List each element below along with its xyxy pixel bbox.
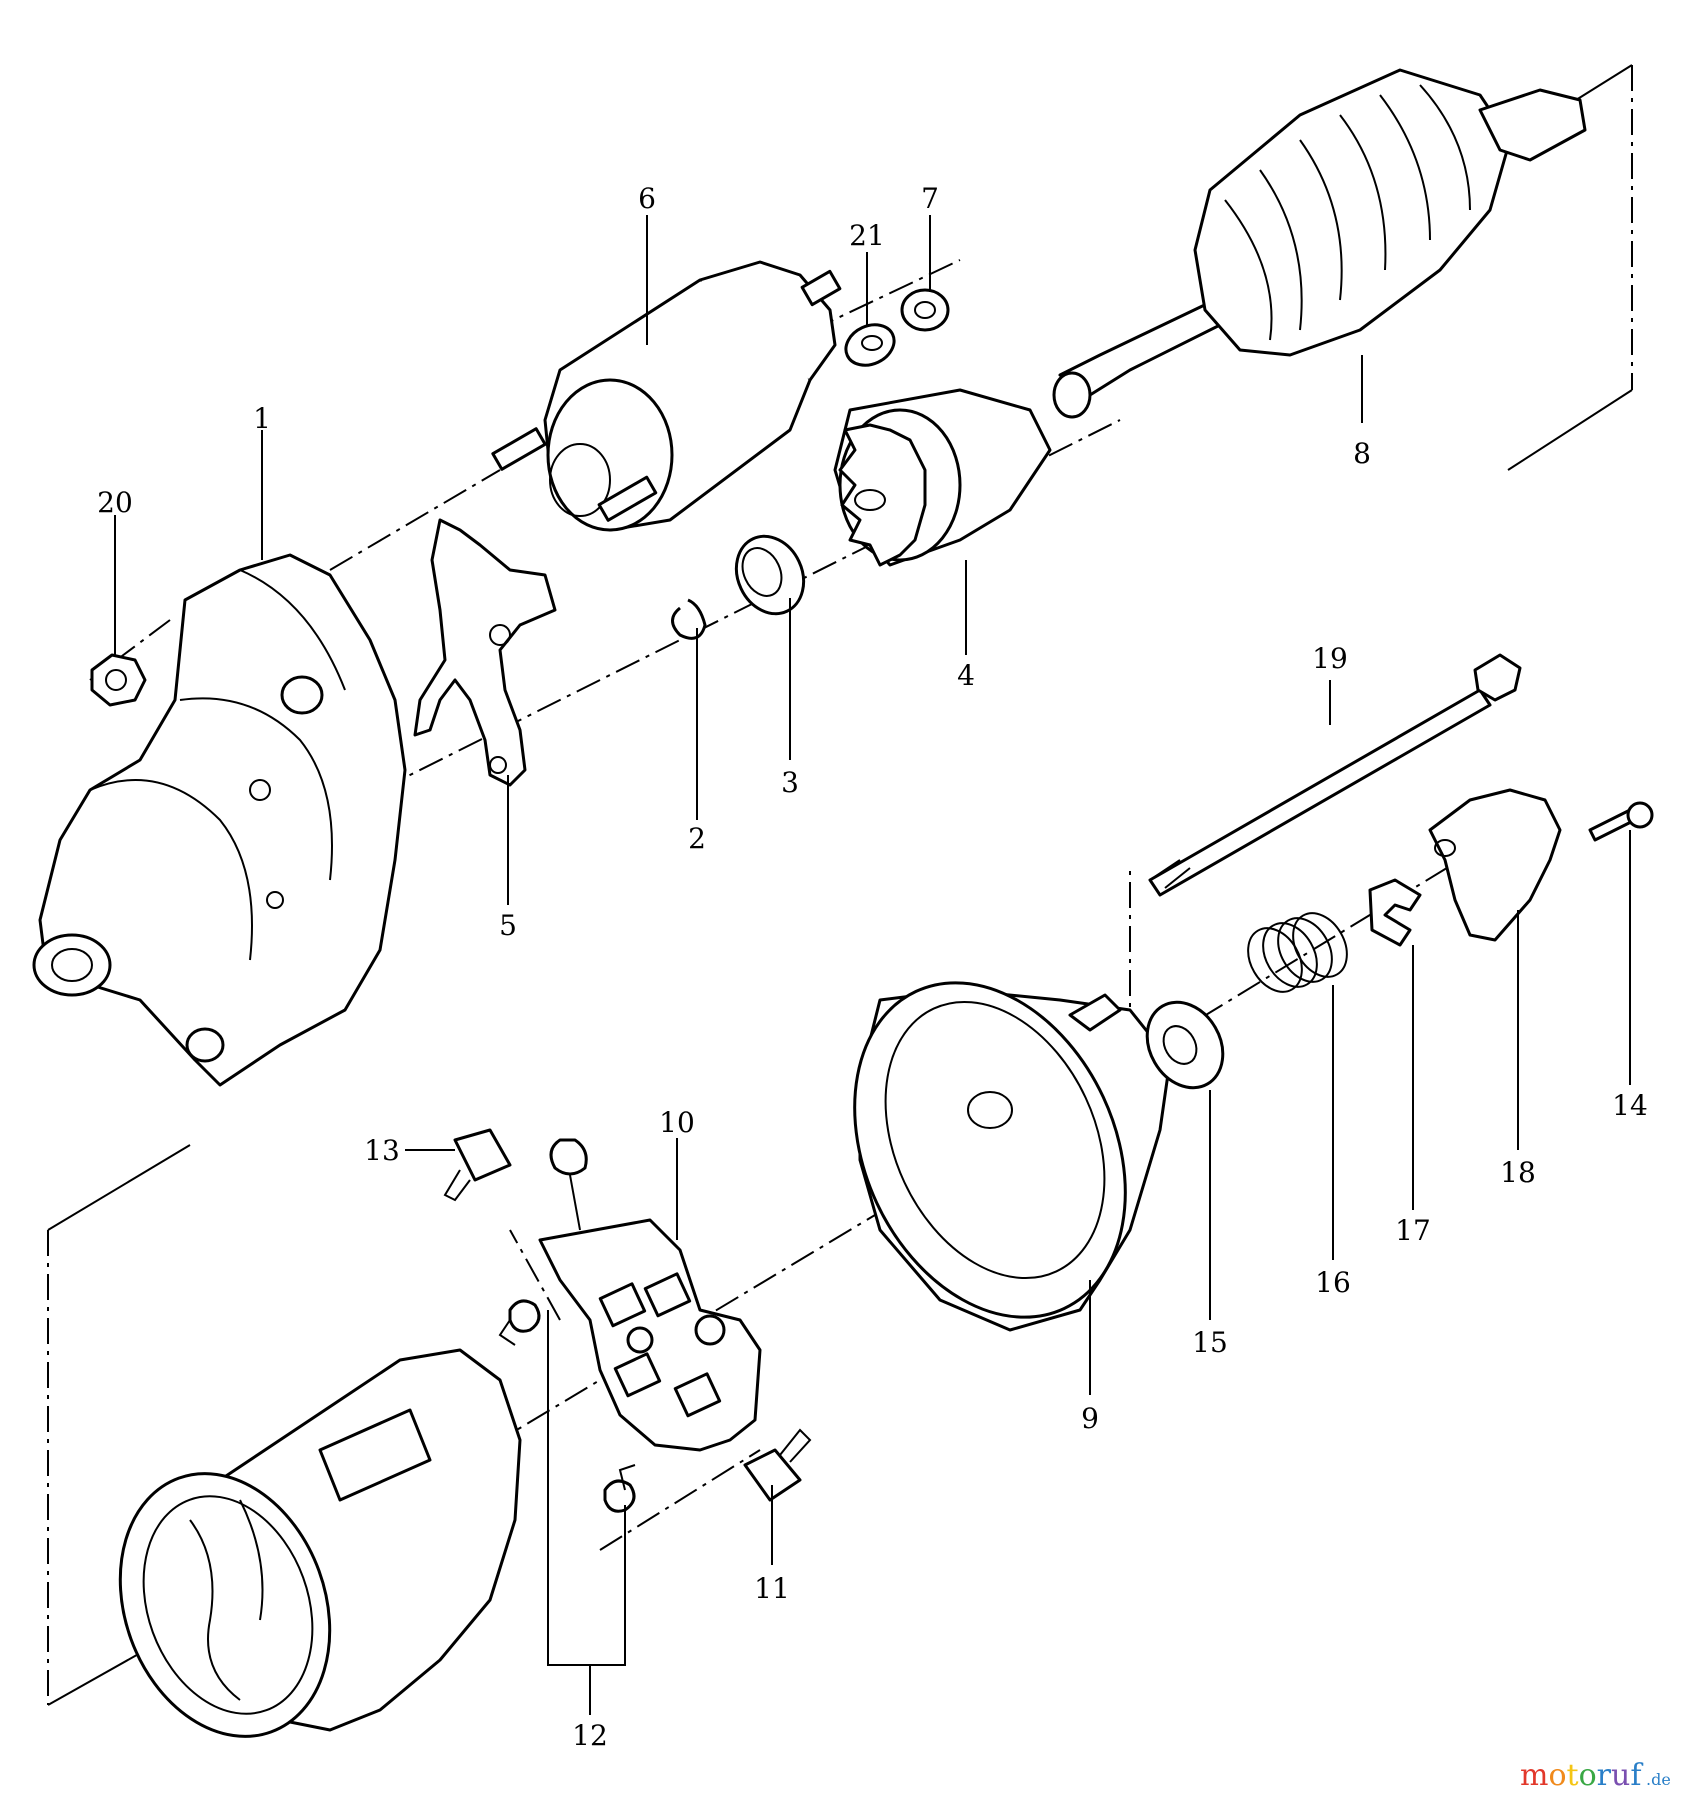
cap-screw-part: [1588, 801, 1654, 842]
callout-19: 19: [1312, 642, 1348, 675]
watermark-letter: r: [1597, 1758, 1612, 1793]
end-cap-part: [1428, 788, 1562, 942]
armature-part: [1052, 68, 1587, 419]
leader-lines: [114, 215, 1631, 1715]
callout-5: 5: [499, 909, 517, 942]
callout-18: 18: [1500, 1156, 1536, 1189]
svg-text:motoruf: motoruf: [1520, 1758, 1643, 1793]
pinion-clutch-part: [833, 388, 1052, 567]
thrust-washer-part: [1145, 1000, 1225, 1090]
watermark-letter: u: [1611, 1758, 1630, 1793]
callout-1: 1: [253, 402, 271, 435]
callout-3: 3: [781, 766, 799, 799]
callout-10: 10: [659, 1106, 695, 1139]
callout-11: 11: [754, 1572, 790, 1605]
retaining-clip-part: [1368, 878, 1422, 947]
callout-17: 17: [1395, 1214, 1431, 1247]
terminal-nut-part: [900, 288, 950, 332]
spring-part: [1247, 912, 1348, 993]
svg-text:.de: .de: [1646, 1770, 1671, 1789]
commutator-end-frame-part: [853, 981, 1172, 1332]
watermark-letter: o: [1548, 1758, 1566, 1793]
watermark-logo: motoruf .de: [1520, 1758, 1671, 1793]
brush-13-part: [443, 1128, 512, 1202]
callout-labels: 1 2 3 4 5 6 7 8 9 10 11 12 13 14 15 16 1…: [97, 182, 1648, 1752]
washer-part: [844, 323, 896, 367]
callout-20: 20: [97, 486, 133, 519]
solenoid-part: [491, 260, 842, 532]
callout-4: 4: [957, 659, 975, 692]
through-bolt-part: [1148, 653, 1522, 897]
callout-15: 15: [1192, 1326, 1228, 1359]
nut-part: [90, 653, 147, 707]
stop-collar-part: [734, 534, 806, 616]
shift-lever-part: [413, 518, 557, 787]
watermark-letter: m: [1520, 1758, 1548, 1793]
snap-ring-part: [671, 598, 707, 640]
watermark-letter: o: [1579, 1758, 1597, 1793]
watermark-letter: t: [1567, 1758, 1579, 1793]
callout-21: 21: [849, 219, 885, 252]
watermark-letter: f: [1630, 1758, 1643, 1793]
callout-14: 14: [1612, 1089, 1648, 1122]
yoke-field-frame-part: [118, 1348, 522, 1738]
callout-9: 9: [1081, 1402, 1099, 1435]
callout-8: 8: [1353, 437, 1371, 470]
brush-springs-part: [498, 1299, 636, 1513]
callout-12: 12: [572, 1719, 608, 1752]
callout-13: 13: [364, 1134, 400, 1167]
callout-6: 6: [638, 182, 656, 215]
callout-16: 16: [1315, 1266, 1351, 1299]
brush-holder-part: [538, 1138, 762, 1452]
callout-7: 7: [921, 182, 939, 215]
brush-11-part: [743, 1428, 812, 1502]
callout-2: 2: [688, 822, 706, 855]
drive-housing-part: [32, 553, 407, 1087]
